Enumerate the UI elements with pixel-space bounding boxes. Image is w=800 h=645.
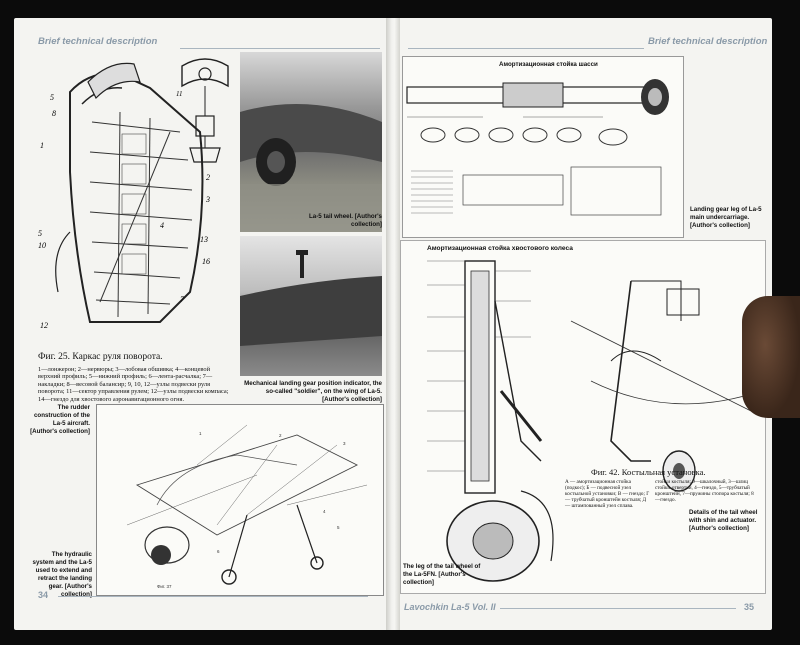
left-footer-rule <box>58 596 368 597</box>
rudder-legend: 1—лонжерон; 2—нервюры; 3—лобовая обшивка… <box>38 366 229 403</box>
gear-indicator-caption: Mechanical landing gear position indicat… <box>244 380 382 403</box>
rudder-label: 1 <box>40 141 44 150</box>
tail-gear-legend-b: стойки костыля; 9—шкалочный, 3—шлиц стой… <box>655 479 754 503</box>
rudder-fitting-drawing: 11 <box>176 58 229 163</box>
svg-text:1: 1 <box>199 431 202 436</box>
main-gear-diagram-art <box>406 79 669 216</box>
gear-indicator-photo-art <box>240 250 382 346</box>
svg-text:5: 5 <box>337 525 340 530</box>
right-footer-title: Lavochkin La-5 Vol. II <box>404 602 496 612</box>
rudder-label: 16 <box>202 257 210 266</box>
main-gear-diagram: Амортизационная стойка шасси <box>402 56 684 238</box>
rudder-label: 3 <box>205 195 210 204</box>
rudder-label: 4 <box>160 221 164 230</box>
rudder-caption: The rudder construction of the La-5 airc… <box>30 404 90 435</box>
rudder-label: 13 <box>200 235 208 244</box>
tail-detail-caption: Details of the tail wheel with shin and … <box>689 509 758 532</box>
book-gutter <box>386 18 400 630</box>
rudder-drawing: 5 8 1 2 3 4 5 10 12 13 16 7 <box>38 62 210 330</box>
rudder-label: 10 <box>38 241 46 250</box>
tail-gear-legend-a: А — амортизационная стойка (подкос); Б —… <box>565 479 650 509</box>
hydraulic-caption: The hydraulic system and the La-5 used t… <box>32 551 93 598</box>
tail-wheel-photo-caption: La-5 tail wheel. [Author's collection] <box>309 213 382 228</box>
left-page-number: 34 <box>38 590 49 600</box>
tail-gear-fig-title: Фиг. 42. Костыльная установка. <box>591 467 706 477</box>
hydraulic-fig-label: Фиг. 37 <box>157 584 172 589</box>
rudder-label: 8 <box>52 109 56 118</box>
right-header: Brief technical description <box>648 36 768 47</box>
tail-wheel-photo-art <box>240 104 382 232</box>
rudder-label: 5 <box>50 93 54 102</box>
thumb-holding-page <box>742 296 800 418</box>
hydraulic-diagram: 1 2 3 4 5 6 Фиг. 37 <box>96 404 384 596</box>
tail-gear-heading: Амортизационная стойка хвостового колеса <box>427 245 573 252</box>
tail-wheel-photo <box>240 52 382 232</box>
rudder-fig-title: Фиг. 25. Каркас руля поворота. <box>38 352 163 362</box>
svg-text:3: 3 <box>343 441 346 446</box>
svg-text:4: 4 <box>323 509 326 514</box>
rudder-label: 2 <box>206 173 210 182</box>
right-header-rule <box>408 48 644 49</box>
tail-gear-diagram-art <box>427 260 762 582</box>
rudder-label: 5 <box>38 229 42 238</box>
rudder-label: 7 <box>180 295 185 304</box>
tail-gear-diagram: Амортизационная стойка хвостового колеса… <box>400 240 766 594</box>
rudder-label: 12 <box>40 321 48 330</box>
left-header-rule <box>180 48 380 49</box>
main-gear-heading: Амортизационная стойка шасси <box>499 61 598 68</box>
svg-text:6: 6 <box>217 549 220 554</box>
right-page-number: 35 <box>744 602 755 612</box>
svg-text:2: 2 <box>279 433 282 438</box>
left-header: Brief technical description <box>38 36 158 47</box>
right-footer-rule <box>500 608 736 609</box>
fitting-label: 11 <box>176 90 182 98</box>
hydraulic-diagram-art: 1 2 3 4 5 6 Фиг. 37 <box>126 424 368 589</box>
main-gear-caption: Landing gear leg of La-5 main undercarri… <box>690 206 762 229</box>
gear-indicator-photo <box>240 236 382 376</box>
tail-gear-caption: The leg of the tail wheel of the La-5FN.… <box>403 563 481 586</box>
